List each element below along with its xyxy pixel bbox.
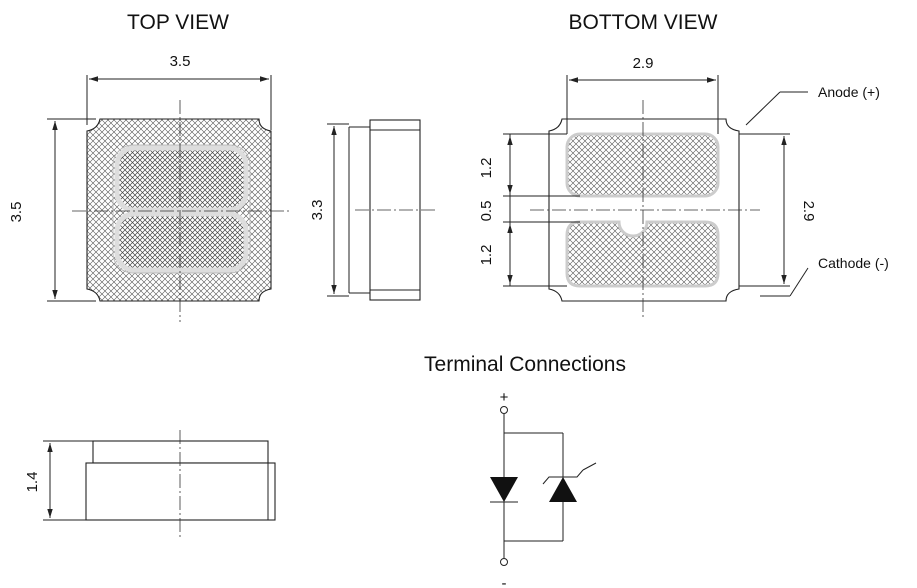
anode-leader-line <box>745 91 781 126</box>
top-width-label: 3.5 <box>170 53 191 70</box>
anode-terminal-symbol: + <box>500 389 509 406</box>
front-view: 1.4 <box>24 430 276 538</box>
side-height-label: 3.3 <box>309 200 326 221</box>
cathode-terminal <box>500 558 508 566</box>
bottom-view-title: BOTTOM VIEW <box>569 11 718 34</box>
cathode-pad <box>565 220 720 288</box>
pad-gap-label: 0.5 <box>478 201 495 222</box>
bottom-width-label: 2.9 <box>633 55 654 72</box>
terminal-connections-title: Terminal Connections <box>424 353 626 376</box>
side-view: 3.3 <box>309 119 436 301</box>
anode-terminal <box>500 406 508 414</box>
pad-top-label: 1.2 <box>478 158 495 179</box>
anode-label: Anode (+) <box>818 84 880 100</box>
terminal-schematic: + - <box>490 389 597 588</box>
bottom-view: 2.9 1.2 0.5 1.2 2.9 Anode (+) Cathode (-… <box>478 55 889 318</box>
front-view-body <box>85 462 276 521</box>
top-view: 3.5 3.5 <box>8 53 290 322</box>
top-view-lens-lower <box>114 211 249 273</box>
pad-bottom-label: 1.2 <box>478 245 495 266</box>
anode-pad <box>565 132 720 198</box>
led-diode-symbol <box>490 477 518 502</box>
front-view-lens <box>92 440 269 464</box>
cathode-terminal-symbol: - <box>502 575 507 588</box>
bottom-height-label: 2.9 <box>800 201 817 222</box>
top-view-lens-upper <box>114 145 249 213</box>
top-height-label: 3.5 <box>8 202 25 223</box>
top-view-title: TOP VIEW <box>127 11 229 34</box>
zener-diode-symbol <box>549 477 577 502</box>
cathode-label: Cathode (-) <box>818 255 889 271</box>
thickness-label: 1.4 <box>24 472 41 493</box>
